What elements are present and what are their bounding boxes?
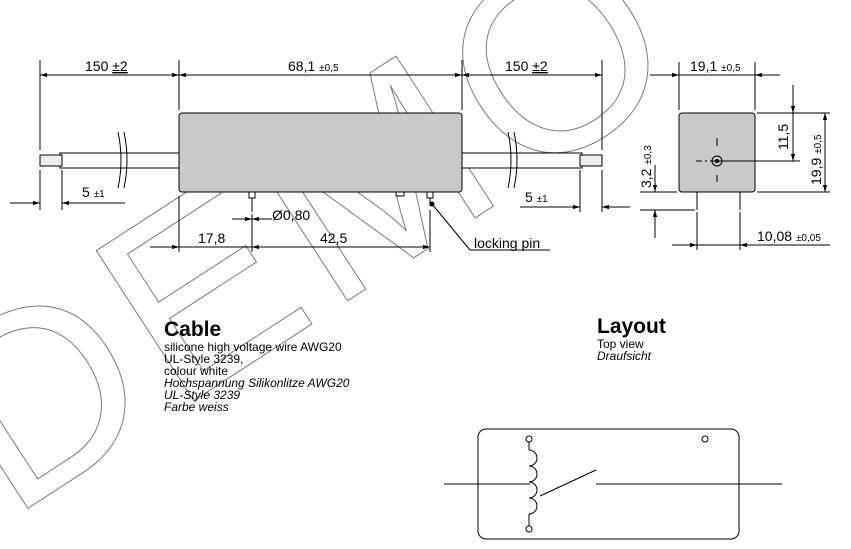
label-locking-pin: locking pin [474,235,540,251]
dim-side-height: 11,5 [775,124,791,150]
side-body [678,112,756,193]
dim-pin-spacing: 42,5 [320,230,347,246]
switch-contact [539,469,597,497]
dim-body-length: 68,1 ±0,5 [288,58,339,74]
watermark: DEMO [0,0,729,549]
dim-right-strip: 5 ±1 [525,189,548,205]
layout-top-view: Top view [597,337,644,351]
coil-icon [528,449,538,515]
left-cable-tip [39,154,63,167]
cable-line: Farbe weiss [164,400,229,414]
right-cable-tip [579,154,603,167]
dim-left-strip: 5 ±1 [82,184,105,200]
cable-notes: Cable silicone high voltage wire AWG20 U… [164,318,350,414]
right-cable [461,152,583,169]
dim-left-cable: 150 ±2 [85,58,128,74]
layout-notes: Layout Top view Draufsicht [597,315,666,363]
front-view [10,60,630,252]
dim-side-pin-spacing: 10,08 ±0,05 [757,228,821,244]
relay-body [178,112,463,193]
layout-heading: Layout [597,315,666,338]
cable-line: UL-Style 3239 [164,388,241,402]
dim-side-width: 19,1 ±0,5 [690,58,741,74]
cable-heading: Cable [164,318,222,341]
cable-line: silicone high voltage wire AWG20 [164,340,342,354]
layout-schematic [444,428,782,540]
cable-line: colour white [164,364,229,378]
side-view [640,62,830,250]
cable-line: Hochspannung Silikonlitze AWG20 [164,376,350,390]
left-cable [59,152,181,169]
dim-pin-offset: 17,8 [198,230,225,246]
svg-text:DEMO: DEMO [0,0,729,549]
layout-draufsicht: Draufsicht [597,349,652,363]
dim-pin-diameter: Ø0,80 [272,207,310,223]
dim-pin-height: 3,2 ±0,3 [638,145,654,188]
cable-line: UL-Style 3239, [164,352,244,366]
dim-right-cable: 150 ±2 [505,58,548,74]
dim-total-height: 19,9 ±0,5 [808,134,824,185]
